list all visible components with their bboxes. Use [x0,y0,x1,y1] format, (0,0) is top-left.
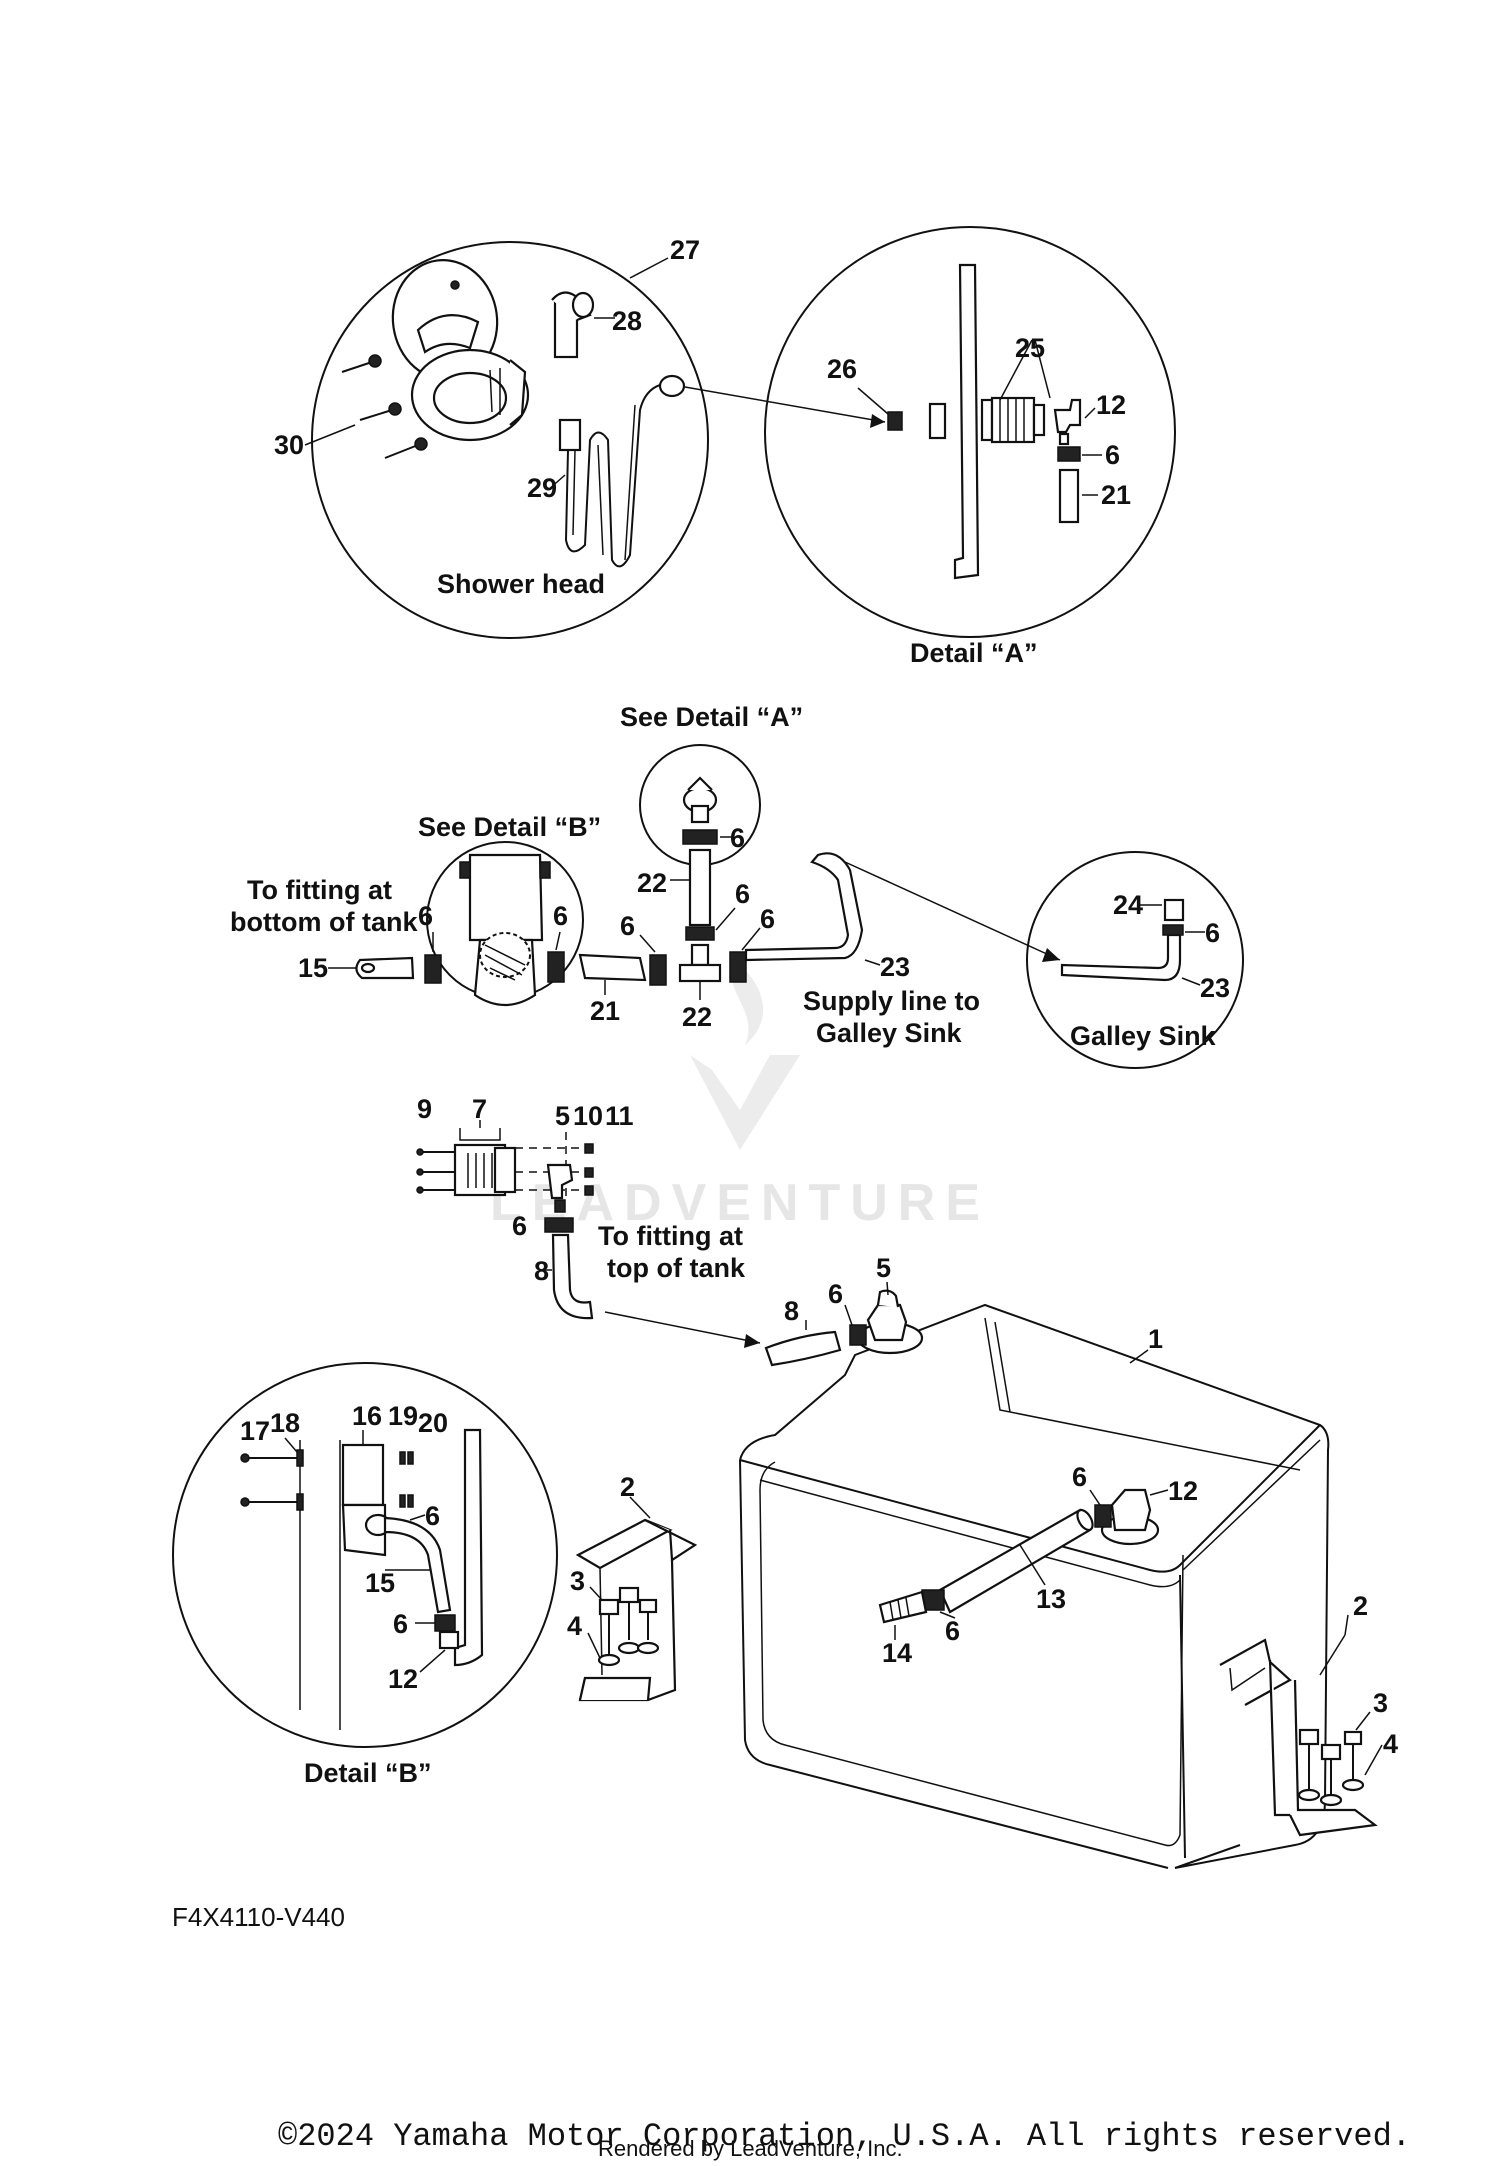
supply-line-assembly: See Detail “A” 6 22 6 22 6 6 21 23 [230,702,1061,1048]
label-24: 24 [1113,890,1143,920]
threaded-fitting-icon [889,1597,910,1621]
threaded-fitting-icon [467,1153,493,1188]
label-12-detail-a: 12 [1096,390,1126,420]
label-6-right-tee: 6 [760,904,775,934]
caption-to-fitting-bottom-2: bottom of tank [230,907,418,937]
label-8-tank: 8 [784,1296,799,1326]
label-28: 28 [612,306,642,336]
caption-to-fitting-bottom-1: To fitting at [247,875,392,905]
label-8-top: 8 [534,1256,549,1286]
label-15-detail-b: 15 [365,1568,395,1598]
label-4-left: 4 [567,1611,582,1641]
label-18: 18 [270,1408,300,1438]
label-5-tank: 5 [876,1253,891,1283]
label-6-pump-right: 6 [553,901,568,931]
label-16: 16 [352,1401,382,1431]
label-6-detail-b-top: 6 [425,1501,440,1531]
detail-b: 16 17 18 19 20 6 15 6 12 Detail “B” [172,1362,558,1788]
galley-sink-detail: 24 6 23 Galley Sink [1026,851,1244,1069]
label-27: 27 [670,235,700,265]
label-22-top: 22 [637,868,667,898]
copyright-notice: ©2024 Yamaha Motor Corporation, U.S.A. A… [278,2118,1411,2155]
label-3-right: 3 [1373,1688,1388,1718]
label-6-tank-14: 6 [945,1616,960,1646]
label-30: 30 [274,430,304,460]
label-6-pump-left: 6 [418,901,433,931]
caption-detail-b: Detail “B” [304,1758,432,1788]
label-6-galley: 6 [1205,918,1220,948]
diagram-code: F4X4110-V440 [172,1902,345,1932]
label-7: 7 [472,1094,487,1124]
label-2-right: 2 [1353,1591,1368,1621]
label-9: 9 [417,1094,432,1124]
caption-see-detail-b: See Detail “B” [418,812,601,842]
label-23-supply: 23 [880,952,910,982]
detail-a: Detail “A” 25 26 12 6 21 [764,226,1176,668]
label-5-pump: 5 [555,1101,570,1131]
label-26: 26 [827,354,857,384]
label-6-tank-12: 6 [1072,1462,1087,1492]
label-12-tank: 12 [1168,1476,1198,1506]
caption-detail-a: Detail “A” [910,638,1038,668]
label-6-left-tee: 6 [620,911,635,941]
caption-supply-line-1: Supply line to [803,986,980,1016]
label-6-mid: 6 [735,879,750,909]
label-11: 11 [605,1101,634,1131]
label-4-right: 4 [1383,1729,1398,1759]
bolt-icon [1297,1728,1365,1807]
label-10: 10 [573,1101,603,1131]
bolt-icon [597,1586,660,1667]
threaded-fitting-icon [999,398,1025,442]
caption-to-fitting-top-1: To fitting at [598,1221,743,1251]
label-14: 14 [882,1638,912,1668]
watermark: LEADVENTURE [490,960,980,1232]
label-23-galley: 23 [1200,973,1230,1003]
label-6-detail-a: 6 [1105,440,1120,470]
label-2-left: 2 [620,1472,635,1502]
label-6-detail-b-bottom: 6 [393,1609,408,1639]
label-1: 1 [1148,1324,1163,1354]
caption-supply-line-2: Galley Sink [816,1018,963,1048]
label-6-tank-top: 6 [828,1279,843,1309]
caption-galley-sink: Galley Sink [1070,1021,1217,1051]
label-21-supply: 21 [590,996,620,1026]
label-25: 25 [1015,333,1045,363]
label-19: 19 [388,1401,418,1431]
label-29: 29 [527,473,557,503]
label-6-top-a: 6 [730,823,745,853]
screw-icon [341,354,428,459]
label-3-left: 3 [570,1566,585,1596]
water-tank: 1 8 6 5 12 6 13 6 [567,1253,1398,1869]
label-12-detail-b: 12 [388,1664,418,1694]
rendered-by-notice: Rendered by LeadVenture, Inc. [598,2136,903,2161]
label-17: 17 [240,1416,270,1446]
shower-head-detail: Shower head 27 28 29 30 [274,235,886,639]
label-21-detail-a: 21 [1101,480,1131,510]
pump-top-assembly: 9 7 5 10 11 6 [416,1094,761,1348]
label-20: 20 [418,1408,448,1438]
caption-to-fitting-top-2: top of tank [607,1253,746,1283]
caption-shower-head: Shower head [437,569,605,599]
label-13: 13 [1036,1584,1066,1614]
label-22-bottom: 22 [682,1002,712,1032]
label-6-top-fitting: 6 [512,1211,527,1241]
caption-see-detail-a: See Detail “A” [620,702,803,732]
label-15-supply: 15 [298,953,328,983]
